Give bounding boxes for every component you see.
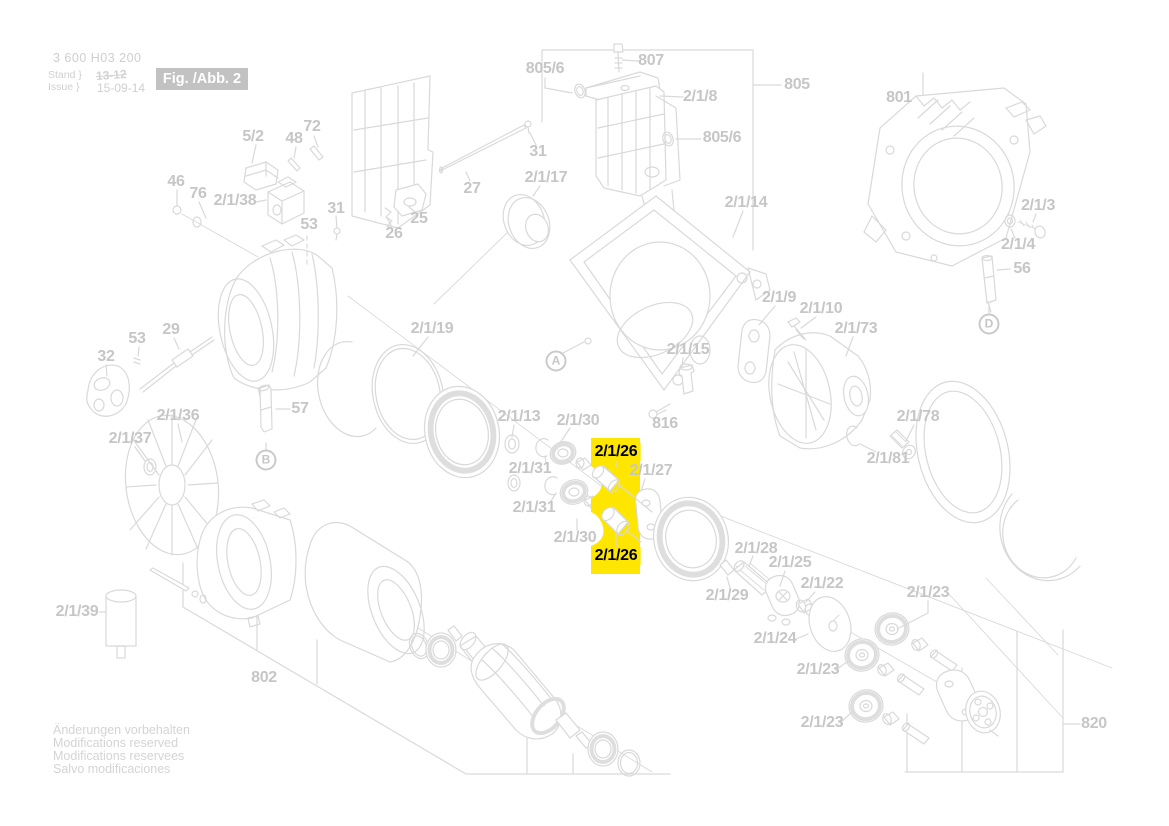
part-label: 2/1/39 xyxy=(55,603,99,620)
part-label: 2/1/38 xyxy=(213,192,257,209)
notice-line-fr: Modifications reservees xyxy=(53,749,185,763)
part-label: 2/1/27 xyxy=(629,462,673,479)
part-label: 72 xyxy=(303,118,321,135)
highlight-pins-group xyxy=(591,438,640,574)
gear-cluster-group xyxy=(844,612,1001,745)
issue-label: Issue } xyxy=(48,81,80,93)
part-label: 26 xyxy=(385,225,403,242)
notice-line-en: Modifications reserved xyxy=(53,736,179,750)
endcap-shaft-group xyxy=(86,336,273,433)
part-label: 801 xyxy=(886,89,912,106)
part-label: 2/1/36 xyxy=(156,407,200,424)
part-label: 2/1/78 xyxy=(896,408,940,425)
modification-notice: Änderungen vorbehalten Modifications res… xyxy=(53,724,190,776)
rings-gears-group xyxy=(316,340,600,509)
rod-bushing-group xyxy=(438,120,551,249)
part-label: 53 xyxy=(128,330,146,347)
part-label: 2/1/17 xyxy=(524,169,568,186)
part-label: 2/1/25 xyxy=(768,554,812,571)
part-label: 57 xyxy=(291,400,309,417)
part-label: 2/1/81 xyxy=(866,450,910,467)
part-label: 56 xyxy=(1013,260,1031,277)
fan-coil-group xyxy=(105,414,425,663)
figure-badge: Fig. /Abb. 2 xyxy=(156,68,248,90)
part-label: 2/1/37 xyxy=(108,430,152,447)
part-label: 2/1/13 xyxy=(497,408,541,425)
part-label: 31 xyxy=(327,200,345,217)
part-label: 2/1/19 xyxy=(410,320,454,337)
issue-date: 15-09-14 xyxy=(97,81,146,95)
part-label: 2/1/23 xyxy=(800,714,844,731)
part-label: 2/1/29 xyxy=(705,587,749,604)
part-label: 2/1/73 xyxy=(834,320,878,337)
drawing-number: 3 600 H03 200 xyxy=(53,51,142,65)
guard-plate-group xyxy=(172,75,434,258)
part-label: 2/1/14 xyxy=(724,194,768,211)
part-label-highlighted[interactable]: 2/1/26 xyxy=(591,547,641,565)
part-label: 805/6 xyxy=(702,129,742,146)
part-label: 807 xyxy=(638,52,664,69)
leader-lines xyxy=(98,59,1037,724)
part-label: 2/1/28 xyxy=(734,540,778,557)
part-label: 53 xyxy=(300,216,318,233)
part-label: 805/6 xyxy=(525,60,565,77)
part-label: 2/1/30 xyxy=(553,529,597,546)
callout-A: A xyxy=(545,350,567,372)
part-label: 29 xyxy=(162,321,180,338)
part-label: 2/1/4 xyxy=(1000,236,1036,253)
part-label: 2/1/23 xyxy=(796,661,840,678)
part-label: 2/1/24 xyxy=(753,630,797,647)
part-label: 2/1/30 xyxy=(556,412,600,429)
part-label: 2/1/9 xyxy=(761,289,797,306)
part-label: 76 xyxy=(189,185,207,202)
part-label: 27 xyxy=(463,180,481,197)
stand-label: Stand } xyxy=(48,69,82,81)
part-label-highlighted[interactable]: 2/1/26 xyxy=(591,443,641,461)
notice-line-de: Änderungen vorbehalten xyxy=(53,723,190,737)
part-label: 820 xyxy=(1081,715,1107,732)
part-label: 48 xyxy=(285,130,303,147)
callout-B: B xyxy=(255,449,277,471)
part-label: 25 xyxy=(410,210,428,227)
part-label: 2/1/15 xyxy=(666,341,710,358)
part-label: 2/1/22 xyxy=(800,575,844,592)
part-label: 2/1/10 xyxy=(799,300,843,317)
clutch-group xyxy=(768,332,1081,582)
notice-line-es: Salvo modificaciones xyxy=(53,762,171,776)
callout-D: D xyxy=(978,313,1000,335)
part-label: 46 xyxy=(167,173,185,190)
part-label: 2/1/31 xyxy=(512,499,556,516)
stand-issue-label: Stand } Issue } xyxy=(48,69,82,93)
part-label: 2/1/3 xyxy=(1020,197,1056,214)
part-label: 802 xyxy=(251,669,277,686)
part-label: 2/1/23 xyxy=(906,584,950,601)
armature-group xyxy=(408,625,641,777)
part-label: 2/1/31 xyxy=(508,460,552,477)
part-label: 32 xyxy=(97,348,115,365)
gearbox-housing-group xyxy=(863,87,1047,313)
part-label: 31 xyxy=(529,143,547,160)
part-label: 2/1/8 xyxy=(682,88,718,105)
part-label: 5/2 xyxy=(242,128,264,145)
part-label: 805 xyxy=(784,76,810,93)
ringgear-group xyxy=(634,488,852,652)
top-frame-group xyxy=(569,43,807,419)
part-label: 816 xyxy=(652,415,678,432)
field-housing-group xyxy=(217,234,338,397)
